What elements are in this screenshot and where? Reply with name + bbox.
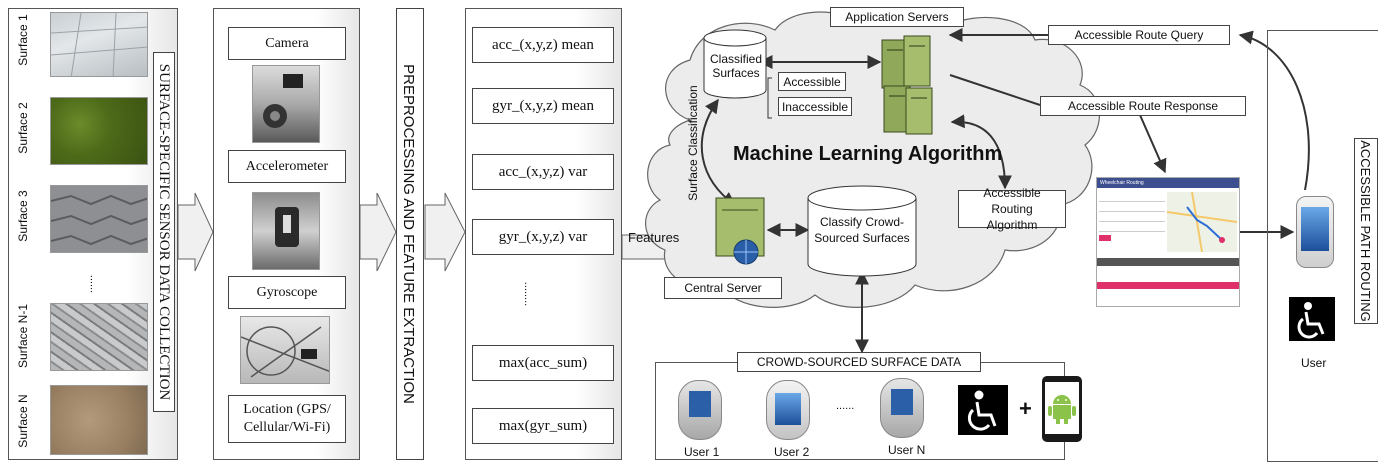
- surface-photo-1: [50, 12, 148, 77]
- route-response-label: Accessible Route Response: [1040, 96, 1246, 116]
- app-result-highlight: [1097, 282, 1239, 289]
- sensor-camera: Camera: [228, 27, 346, 60]
- surface-collection-title-box: [153, 52, 175, 412]
- routing-algorithm-box: Accessible Routing Algorithm: [958, 186, 1066, 232]
- accelerometer-photo: [252, 192, 320, 270]
- flow-arrow-3: [424, 192, 466, 272]
- flow-arrow-2: [359, 192, 397, 272]
- ml-algorithm-title: Machine Learning Algorithm: [733, 143, 1003, 165]
- feature-ellipsis: ........: [522, 281, 535, 307]
- surface-photo-2: [50, 97, 148, 165]
- app-map-pane: [1167, 192, 1237, 252]
- surface-label-2: Surface 2: [16, 102, 30, 154]
- feature-max-gyr-sum: max(gyr_sum): [472, 408, 614, 444]
- feature-max-acc-sum: max(acc_sum): [472, 345, 614, 381]
- feature-gyr-var: gyr_(x,y,z) var: [472, 219, 614, 255]
- crowd-title: CROWD-SOURCED SURFACE DATA: [737, 352, 981, 372]
- camera-photo: [252, 65, 320, 143]
- route-query-label: Accessible Route Query: [1048, 25, 1230, 45]
- crowd-user-1-device: [678, 380, 722, 440]
- gyroscope-photo: [240, 316, 330, 384]
- classified-surfaces-label: Classified Surfaces: [709, 52, 763, 80]
- accessible-label: Accessible: [778, 72, 846, 91]
- crowd-user-n-label: User N: [888, 443, 926, 457]
- feature-acc-mean: acc_(x,y,z) mean: [472, 27, 614, 63]
- surface-ellipsis: ......: [83, 274, 96, 294]
- surface-classification-label: Surface Classification: [686, 85, 700, 201]
- crowd-plus: +: [1019, 396, 1032, 421]
- app-result-bar: [1097, 258, 1239, 266]
- app-form-pane: [1099, 192, 1165, 252]
- crowd-wheelchair-icon: [958, 385, 1008, 435]
- surface-photo-n: [50, 385, 148, 455]
- surface-collection-title: SURFACE-SPECIFIC SENSOR DATA COLLECTION: [156, 63, 173, 401]
- features-arrow-label: Features: [628, 230, 680, 245]
- crowd-user-2-device: [766, 380, 810, 440]
- user-phone: [1296, 196, 1334, 268]
- sensor-accelerometer: Accelerometer: [228, 150, 346, 183]
- user-label: User: [1301, 356, 1327, 370]
- crowd-user-n-device: [880, 378, 924, 438]
- crowd-user-1-label: User 1: [684, 445, 720, 459]
- feature-gyr-mean: gyr_(x,y,z) mean: [472, 88, 614, 124]
- inaccessible-label: Inaccessible: [778, 97, 852, 116]
- crowd-ellipsis: ......: [836, 400, 855, 412]
- feature-acc-var: acc_(x,y,z) var: [472, 154, 614, 190]
- app-header-bar: Wheelchair Routing: [1097, 178, 1239, 188]
- application-servers-label: Application Servers: [830, 7, 964, 27]
- surface-label-3: Surface 3: [16, 190, 30, 242]
- crowd-user-2-label: User 2: [774, 445, 810, 459]
- surface-photo-3: [50, 185, 148, 253]
- sensor-gyroscope: Gyroscope: [228, 276, 346, 309]
- surface-photo-n-1: [50, 303, 148, 371]
- preprocessing-title-box: [396, 8, 424, 460]
- routing-panel-frame: [1267, 30, 1378, 462]
- user-wheelchair-icon: [1289, 297, 1335, 341]
- crowd-android-phone: [1042, 376, 1082, 442]
- surface-label-1: Surface 1: [16, 14, 30, 66]
- preprocessing-title: PREPROCESSING AND FEATURE EXTRACTION: [400, 64, 418, 404]
- surface-label-n-1: Surface N-1: [16, 303, 30, 369]
- flow-arrow-1: [177, 192, 214, 272]
- routing-app-screenshot: Wheelchair Routing: [1096, 177, 1240, 307]
- classify-crowd-label: Classify Crowd-Sourced Surfaces: [814, 215, 910, 245]
- routing-title-box: [1354, 138, 1378, 324]
- surface-label-n: Surface N: [16, 394, 30, 448]
- sensor-location: Location (GPS/ Cellular/Wi-Fi): [228, 395, 346, 443]
- central-server-label: Central Server: [664, 277, 782, 299]
